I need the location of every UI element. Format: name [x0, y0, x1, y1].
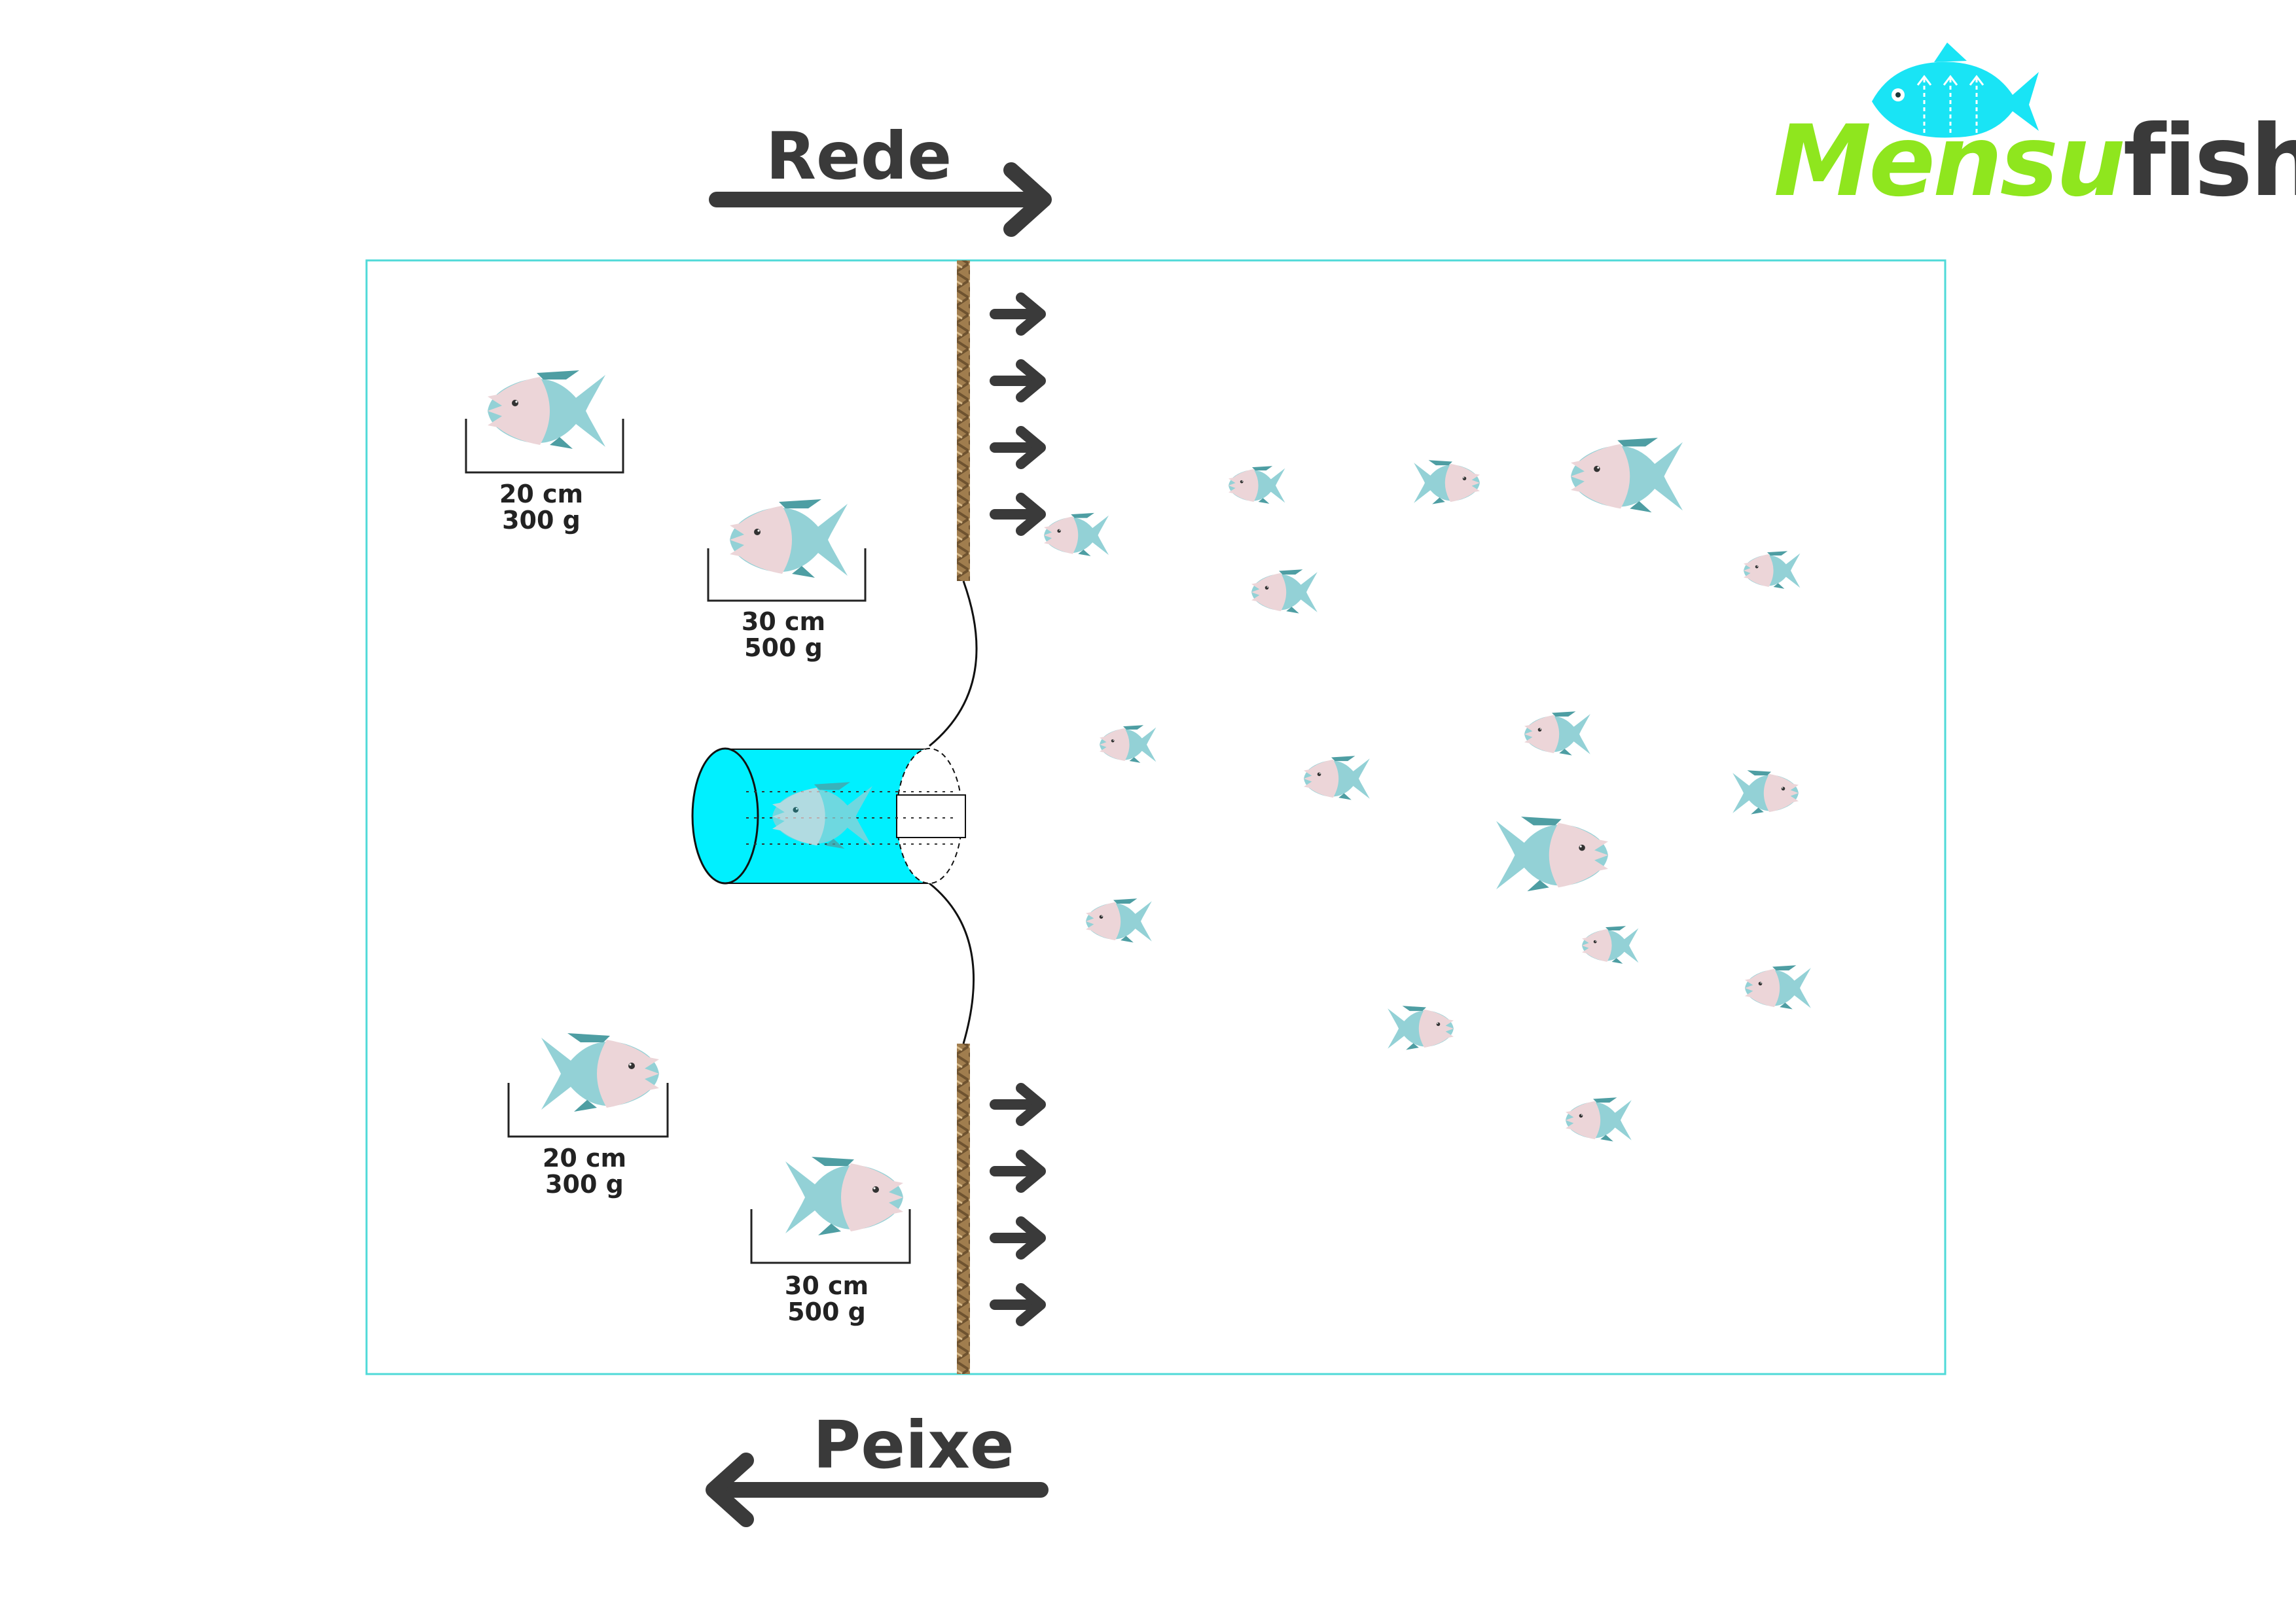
- rope-top: [957, 260, 970, 581]
- fish-length: 30 cm: [784, 1271, 869, 1300]
- rope-bottom: [957, 1044, 970, 1374]
- arrow-right-icon: [990, 1083, 1046, 1126]
- fish-icon: [1414, 460, 1480, 504]
- arrow-right-icon: [990, 1283, 1046, 1326]
- logo-text-mensu: Mensu: [1774, 105, 2126, 219]
- measured-fish-3: [507, 1033, 669, 1138]
- fish-icon: [1524, 711, 1590, 755]
- measured-fish-2: [707, 499, 867, 602]
- tank-border: [365, 259, 1946, 1375]
- net-line-top: [929, 580, 978, 747]
- fish-school: [1044, 438, 1811, 1141]
- fish-direction-arrow: [706, 1453, 1049, 1527]
- net-motion-arrows-top: [990, 292, 1046, 536]
- fish-length: 30 cm: [741, 607, 826, 636]
- arrow-right-icon: [990, 1150, 1046, 1193]
- fish-weight: 500 g: [787, 1297, 866, 1326]
- fish-icon: [1229, 466, 1285, 504]
- fish-measurement-4: 30 cm 500 g: [742, 1273, 912, 1325]
- arrow-right-icon: [990, 359, 1046, 402]
- fish-measurement-1: 20 cm 300 g: [456, 481, 626, 533]
- net-direction-label: Rede: [766, 118, 952, 194]
- fish-measurement-3: 20 cm 300 g: [499, 1145, 670, 1197]
- logo-fish-icon: [1872, 43, 2039, 138]
- fish-icon: [785, 1157, 903, 1235]
- fish-icon: [1044, 513, 1109, 556]
- fish-weight: 300 g: [502, 506, 581, 535]
- fish-length: 20 cm: [499, 480, 584, 508]
- measured-fish-1: [465, 370, 624, 474]
- fish-icon: [1566, 1097, 1632, 1141]
- fish-icon: [1100, 725, 1156, 763]
- logo-text-fish: fish: [2123, 105, 2296, 219]
- fish-icon: [1251, 569, 1318, 613]
- measured-fish-4: [750, 1157, 911, 1264]
- net-direction-arrow: [709, 162, 1052, 237]
- fish-icon: [1571, 438, 1683, 512]
- fish-icon: [1304, 756, 1370, 800]
- fish-weight: 500 g: [744, 633, 823, 662]
- fish-direction-label: Peixe: [813, 1407, 1014, 1483]
- fish-measurement-2: 30 cm 500 g: [698, 609, 869, 661]
- fish-icon: [1388, 1006, 1454, 1050]
- fish-trap-icon: [691, 747, 966, 885]
- net-line-bottom: [929, 882, 975, 1044]
- fish-length: 20 cm: [542, 1144, 627, 1173]
- mensufish-logo: Mensufish: [1774, 105, 2296, 219]
- fish-icon: [1496, 817, 1608, 892]
- arrow-right-icon: [990, 426, 1046, 469]
- fish-icon: [1582, 926, 1638, 964]
- fish-icon: [730, 499, 848, 578]
- arrow-right-icon: [990, 1216, 1046, 1260]
- fish-icon: [488, 370, 605, 449]
- fish-icon: [541, 1033, 659, 1112]
- arrow-right-icon: [990, 493, 1046, 536]
- arrow-right-icon: [990, 292, 1046, 336]
- fish-icon: [1732, 770, 1799, 815]
- fish-weight: 300 g: [545, 1170, 624, 1199]
- fish-icon: [1745, 965, 1811, 1009]
- fish-icon: [1086, 898, 1152, 942]
- fish-icon: [1744, 551, 1800, 589]
- net-motion-arrows-bottom: [990, 1083, 1046, 1326]
